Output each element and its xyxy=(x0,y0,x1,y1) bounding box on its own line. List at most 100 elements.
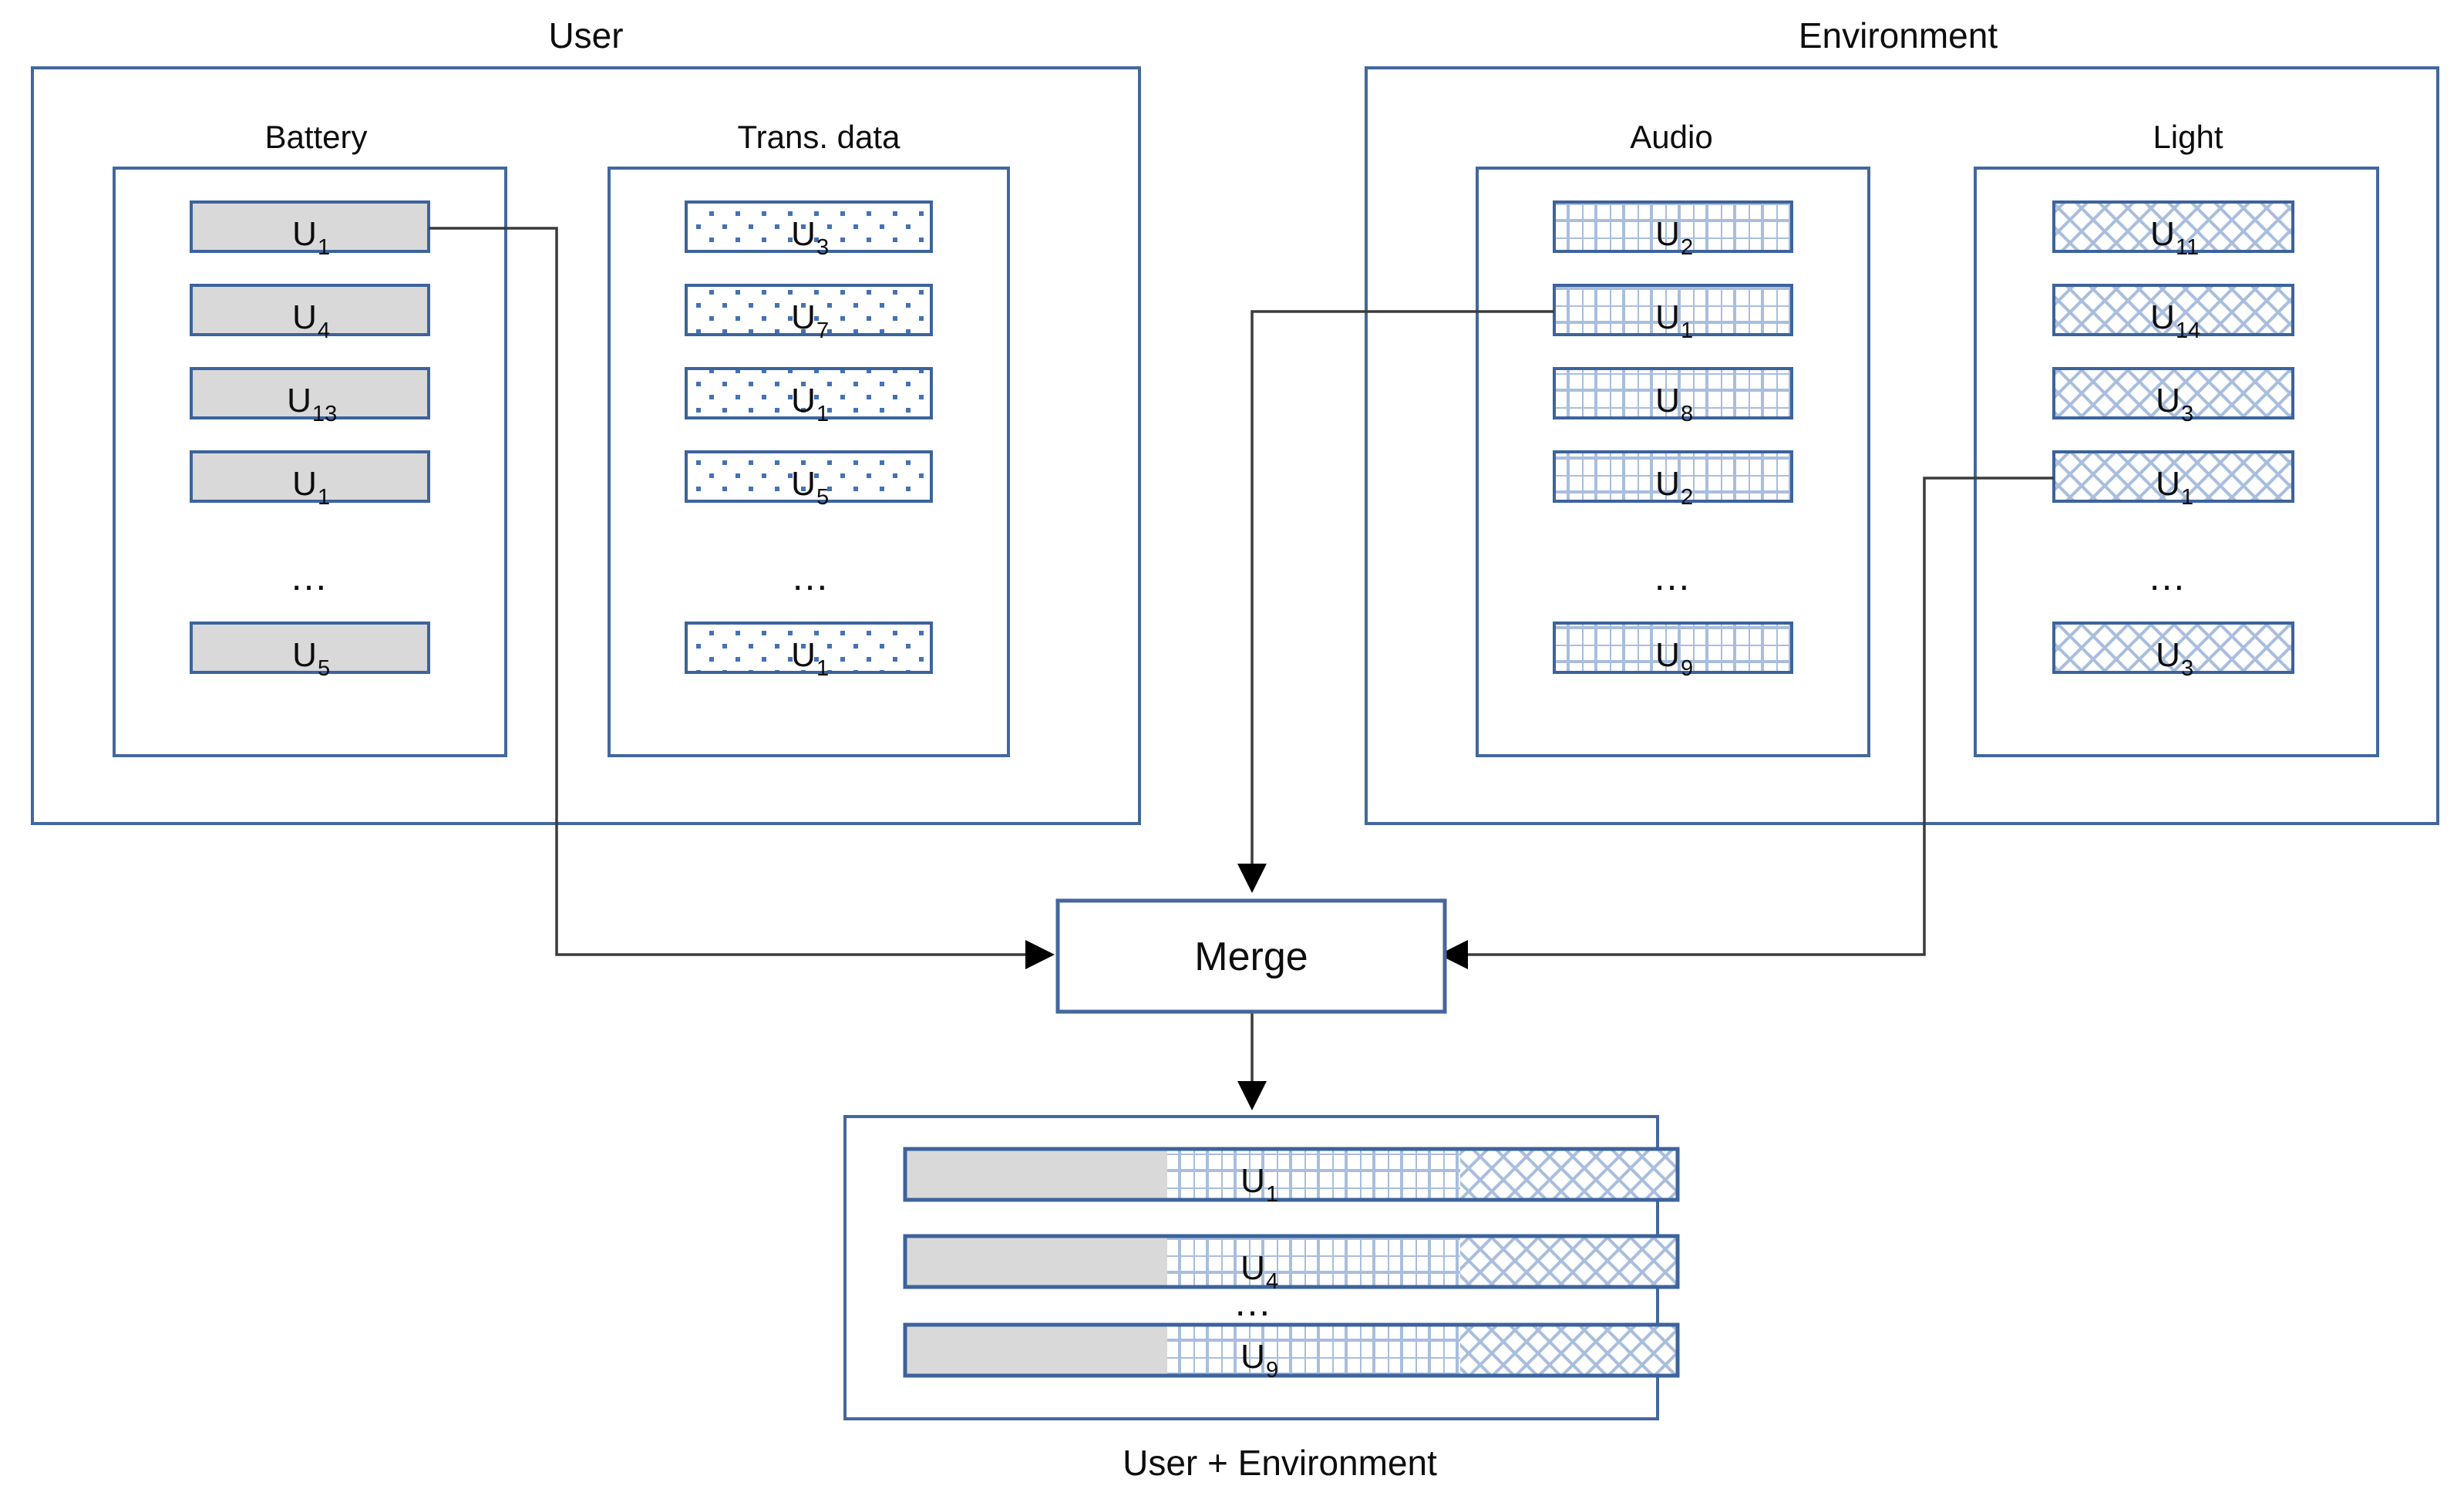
connector-audio-to-merge xyxy=(1251,310,1554,871)
light-unit-1[interactable]: U 14 xyxy=(2052,284,2294,343)
output-unit-1[interactable]: U 4 xyxy=(903,1234,1680,1294)
light-ellipsis: … xyxy=(2148,555,2189,598)
light-unit-2-sub: 3 xyxy=(2181,402,2193,426)
light-unit-0-label: U xyxy=(2150,215,2175,253)
audio-unit-3-label: U xyxy=(1655,465,1680,503)
battery-unit-4-label: U xyxy=(292,636,317,674)
trans-data-unit-2-label: U xyxy=(791,382,816,419)
audio-unit-3[interactable]: U 2 xyxy=(1553,450,1793,510)
output-unit-2-label: U xyxy=(1240,1338,1265,1376)
connector-light-arrowhead xyxy=(1439,940,1468,969)
battery-unit-3-sub: 1 xyxy=(318,485,330,510)
user-group: User Battery U 1 U 4 U 13 U xyxy=(31,15,1141,825)
output-unit-0-label: U xyxy=(1240,1162,1265,1200)
audio-unit-3-sub: 2 xyxy=(1681,485,1693,510)
output-unit-2[interactable]: U 9 xyxy=(903,1322,1680,1383)
connector-battery-to-merge xyxy=(429,227,1045,956)
light-unit-0-sub: 11 xyxy=(2176,235,2199,260)
output-unit-0[interactable]: U 1 xyxy=(903,1147,1680,1207)
light-column: Light U 11 U 14 U 3 U 1 … xyxy=(1974,119,2379,757)
audio-unit-4[interactable]: U 9 xyxy=(1553,622,1793,681)
audio-unit-2-label: U xyxy=(1655,382,1680,419)
trans-data-unit-1-sub: 7 xyxy=(816,318,829,343)
audio-column: Audio U 2 U 1 U 8 U 2 … xyxy=(1476,119,1870,757)
trans-data-unit-0-sub: 3 xyxy=(816,235,829,260)
output-caption: User + Environment xyxy=(1123,1443,1437,1483)
light-unit-3[interactable]: U 1 xyxy=(2052,450,2294,510)
battery-unit-2-sub: 13 xyxy=(312,402,337,426)
light-unit-2-label: U xyxy=(2156,382,2180,419)
trans-data-unit-1[interactable]: U 7 xyxy=(685,284,933,343)
trans-data-unit-4-sub: 1 xyxy=(816,656,829,681)
output-unit-1-label: U xyxy=(1240,1249,1265,1287)
light-unit-1-sub: 14 xyxy=(2176,318,2200,343)
trans-data-unit-1-label: U xyxy=(791,298,816,336)
audio-unit-0[interactable]: U 2 xyxy=(1553,200,1793,260)
merge-node[interactable]: Merge xyxy=(1055,898,1447,1014)
light-unit-0[interactable]: U 11 xyxy=(2052,200,2294,260)
output-unit-0-sub: 1 xyxy=(1266,1182,1278,1207)
audio-column-title: Audio xyxy=(1630,119,1712,155)
connector-light-to-merge xyxy=(1449,477,2054,956)
audio-unit-0-label: U xyxy=(1655,215,1680,253)
connector-battery-arrowhead xyxy=(1025,940,1055,969)
trans-data-unit-0[interactable]: U 3 xyxy=(685,200,933,260)
trans-data-unit-2[interactable]: U 1 xyxy=(685,367,933,426)
environment-group: Environment Audio U 2 U 1 U 8 xyxy=(1365,15,2439,825)
merge-box[interactable] xyxy=(1055,898,1447,1014)
battery-unit-0[interactable]: U 1 xyxy=(190,200,430,260)
audio-unit-0-sub: 2 xyxy=(1681,235,1693,260)
audio-unit-4-label: U xyxy=(1655,636,1680,674)
trans-data-ellipsis: … xyxy=(791,555,832,598)
merge-label: Merge xyxy=(1194,935,1308,979)
battery-ellipsis: … xyxy=(290,555,331,598)
battery-unit-2[interactable]: U 13 xyxy=(190,367,430,426)
battery-unit-1-sub: 4 xyxy=(318,318,330,343)
trans-data-column: Trans. data U 3 U 7 U 1 U 5 … xyxy=(608,119,1010,757)
trans-data-column-title: Trans. data xyxy=(738,119,901,155)
light-unit-3-label: U xyxy=(2156,465,2180,503)
connector-audio-arrowhead xyxy=(1237,864,1267,893)
output-unit-1-sub: 4 xyxy=(1266,1269,1278,1294)
light-column-title: Light xyxy=(2153,119,2223,155)
light-unit-3-sub: 1 xyxy=(2181,485,2193,510)
trans-data-unit-3-label: U xyxy=(791,465,816,503)
battery-unit-3[interactable]: U 1 xyxy=(190,450,430,510)
battery-unit-1-label: U xyxy=(292,298,317,336)
connector-merge-output-arrowhead xyxy=(1237,1081,1267,1110)
battery-unit-0-label: U xyxy=(292,215,317,253)
audio-unit-1-sub: 1 xyxy=(1681,318,1693,343)
audio-ellipsis: … xyxy=(1653,555,1694,598)
battery-unit-0-sub: 1 xyxy=(318,235,330,260)
connectors xyxy=(429,227,2054,1110)
output-section: U 1 U 4 … U 9 User + Environment xyxy=(843,1115,1680,1483)
audio-unit-4-sub: 9 xyxy=(1681,656,1693,681)
output-ellipsis: … xyxy=(1234,1281,1274,1324)
battery-column: Battery U 1 U 4 U 13 U 1 … xyxy=(113,119,507,757)
battery-unit-2-label: U xyxy=(287,382,311,419)
audio-unit-1[interactable]: U 1 xyxy=(1553,284,1793,343)
battery-unit-3-label: U xyxy=(292,465,317,503)
battery-unit-4-sub: 5 xyxy=(318,656,330,681)
user-group-title: User xyxy=(548,15,623,56)
trans-data-unit-0-label: U xyxy=(791,215,816,253)
trans-data-unit-2-sub: 1 xyxy=(816,402,829,426)
output-unit-2-sub: 9 xyxy=(1266,1358,1278,1383)
audio-unit-2[interactable]: U 8 xyxy=(1553,367,1793,426)
audio-unit-2-sub: 8 xyxy=(1681,402,1693,426)
battery-unit-1[interactable]: U 4 xyxy=(190,284,430,343)
trans-data-unit-4[interactable]: U 1 xyxy=(685,622,933,681)
light-unit-2[interactable]: U 3 xyxy=(2052,367,2294,426)
light-unit-4-sub: 3 xyxy=(2181,656,2193,681)
battery-column-title: Battery xyxy=(264,119,367,155)
light-unit-4[interactable]: U 3 xyxy=(2052,622,2294,681)
trans-data-unit-3[interactable]: U 5 xyxy=(685,450,933,510)
light-unit-1-label: U xyxy=(2150,298,2175,336)
environment-group-title: Environment xyxy=(1799,15,1998,56)
light-unit-4-label: U xyxy=(2156,636,2180,674)
audio-unit-1-label: U xyxy=(1655,298,1680,336)
battery-unit-4[interactable]: U 5 xyxy=(190,622,430,681)
trans-data-unit-4-label: U xyxy=(791,636,816,674)
